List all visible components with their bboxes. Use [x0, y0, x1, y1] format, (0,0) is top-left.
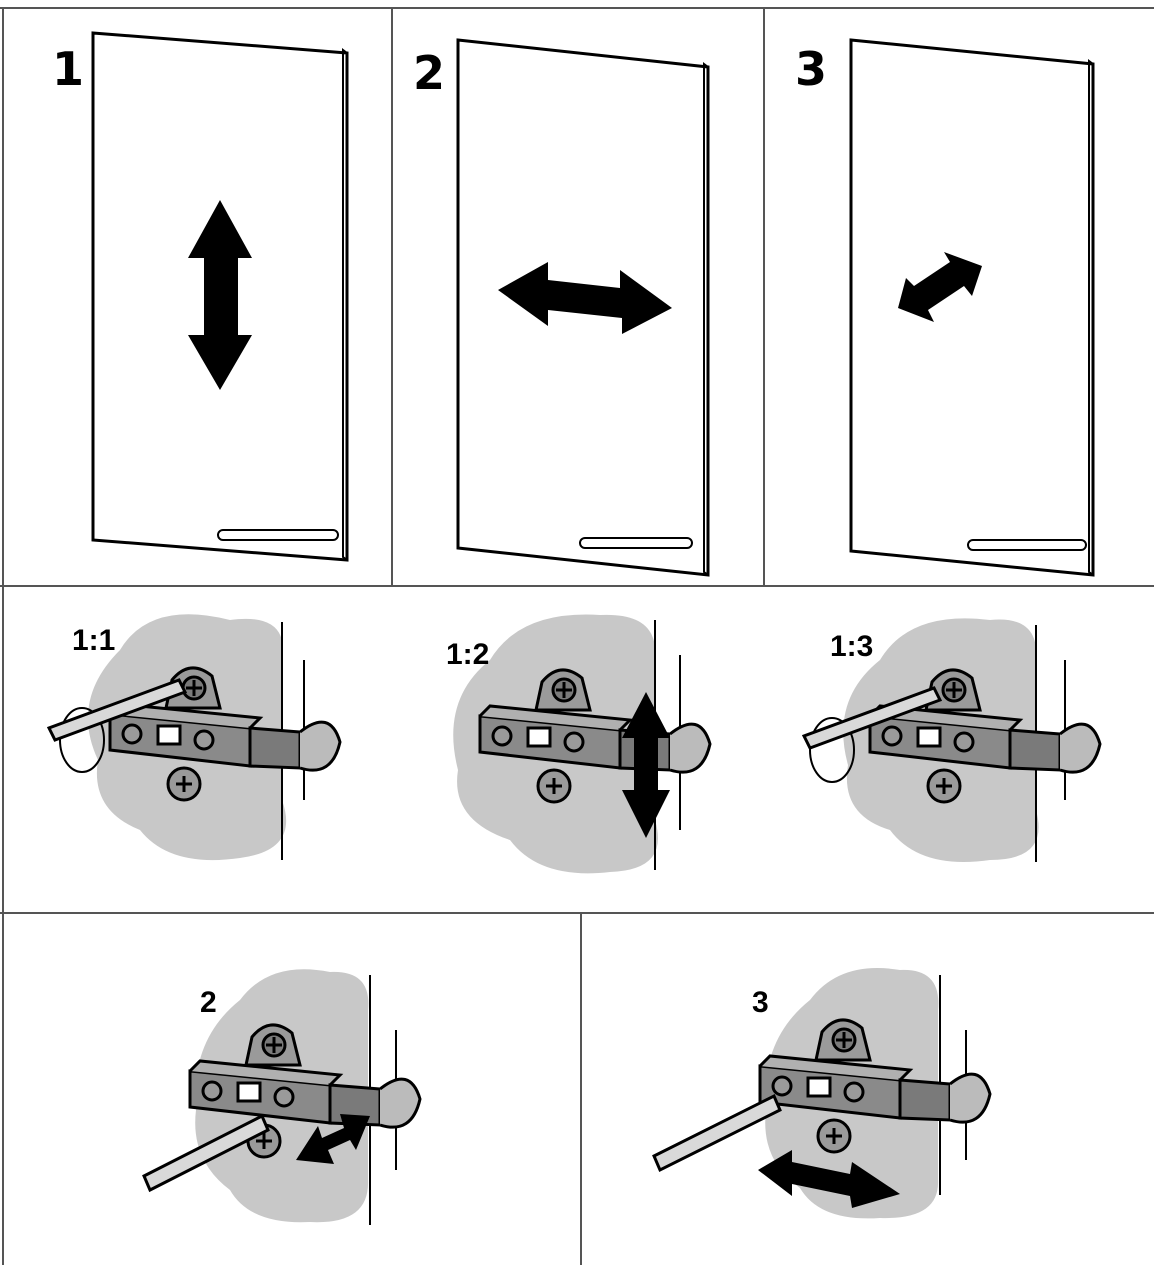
hinge-detail-1-3 — [802, 618, 1102, 862]
detail-label-1-2: 1:2 — [446, 638, 490, 671]
door-panel-2 — [456, 38, 710, 577]
hinge-detail-1-2 — [453, 614, 712, 874]
horizontal-arrow-icon — [498, 262, 672, 334]
hinge-detail-2 — [142, 969, 422, 1225]
diagonal-arrow-icon — [296, 1114, 370, 1164]
hinge-detail-1-1 — [47, 614, 342, 861]
door-panel-3 — [849, 38, 1095, 577]
depth-arrow-icon — [898, 252, 982, 322]
vertical-arrow-icon — [622, 692, 670, 838]
detail-label-1-1: 1:1 — [72, 624, 116, 657]
detail-label-1-3: 1:3 — [830, 630, 874, 663]
step-label-3: 3 — [795, 42, 828, 96]
door-panel-1 — [91, 31, 349, 562]
detail-label-3: 3 — [752, 986, 769, 1019]
panel-grid — [0, 7, 1154, 1265]
hinge-detail-3 — [652, 968, 992, 1219]
horizontal-arrow-icon — [758, 1150, 900, 1208]
step-label-1: 1 — [52, 42, 85, 96]
vertical-arrow-icon — [188, 200, 252, 390]
detail-label-2: 2 — [200, 986, 217, 1019]
step-label-2: 2 — [413, 46, 446, 100]
